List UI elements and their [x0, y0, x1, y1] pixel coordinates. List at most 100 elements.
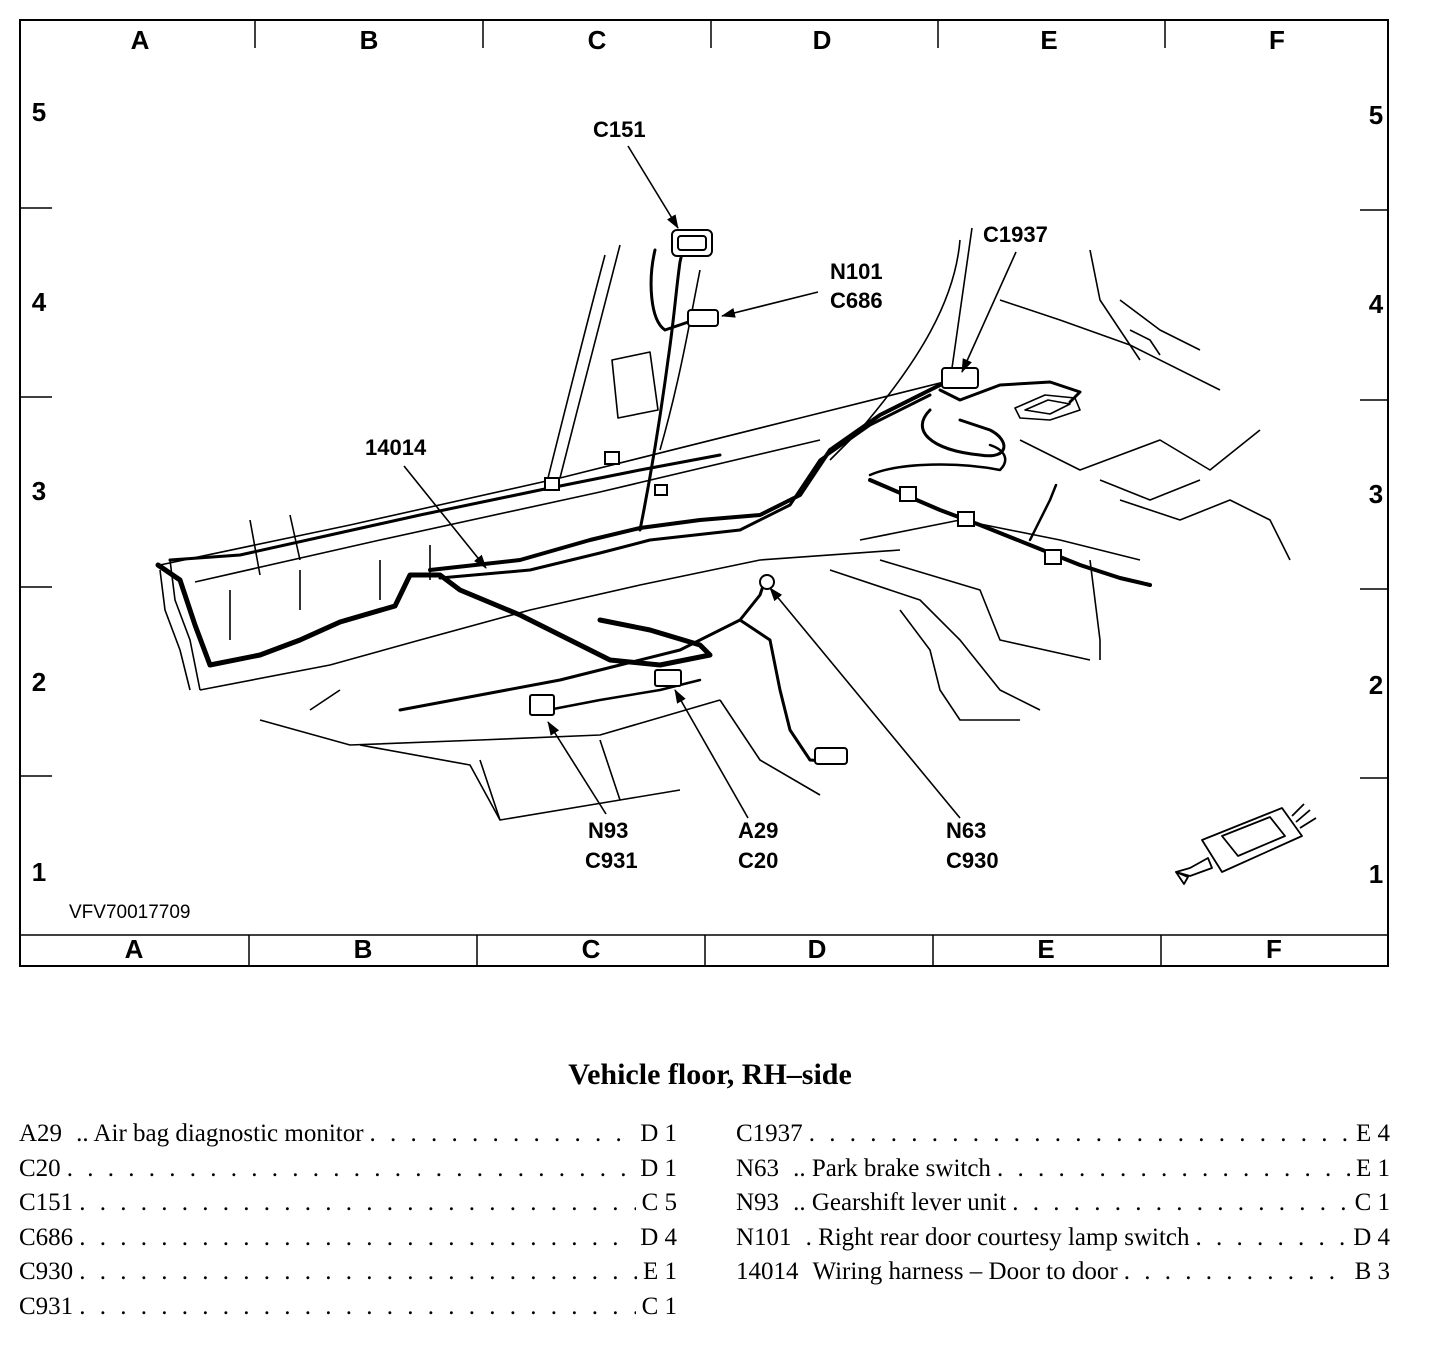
legend-location: E 1: [642, 1258, 677, 1286]
legend-leader: [79, 1258, 637, 1286]
connector-c151-body: [671, 229, 713, 257]
wiring-diagram: A B C D E F A B C D E F 5 4 3 2 1 5 4 3 …: [21, 21, 1388, 966]
legend-code: C686: [19, 1223, 74, 1251]
vehicle-orientation-icon: [1175, 803, 1317, 885]
grid-col-bottom-b: B: [354, 934, 373, 964]
legend-description: .. Park brake switch: [793, 1155, 991, 1183]
legend-row: A29 .. Air bag diagnostic monitor D 1: [19, 1120, 677, 1155]
callout-c930: C930: [946, 848, 999, 873]
grid-col-top-b: B: [360, 25, 379, 55]
grid-col-top-a: A: [131, 25, 150, 55]
legend-location: D 4: [1353, 1223, 1390, 1251]
leader-arrows: [403, 145, 1017, 819]
legend-location: E 1: [1355, 1154, 1390, 1182]
legend-code: A29: [19, 1120, 63, 1147]
legend-text: Gearshift lever unit: [811, 1189, 1007, 1217]
grid-col-top-c: C: [588, 25, 607, 55]
legend-leader: [79, 1189, 635, 1217]
legend-row: C930 E 1: [19, 1258, 677, 1293]
grid-row-left-4: 4: [32, 287, 47, 317]
legend-code: 14014: [736, 1258, 799, 1286]
legend-row: C151 C 5: [19, 1189, 677, 1224]
vehicle-floor-body: [159, 239, 1291, 821]
legend-code: N63: [736, 1154, 780, 1182]
callout-a29: A29: [738, 818, 778, 843]
diagram-frame: [19, 19, 1389, 967]
callout-n101: N101: [830, 259, 883, 284]
callout-14014: 14014: [365, 435, 427, 460]
legend-row: C20 D 1: [19, 1155, 677, 1190]
legend-left-column: A29 .. Air bag diagnostic monitor D 1 C2…: [19, 1120, 677, 1328]
legend-row: 14014 Wiring harness – Door to door B 3: [736, 1258, 1390, 1293]
grid-col-bottom-f: F: [1266, 934, 1282, 964]
grid-col-bottom-c: C: [582, 934, 601, 964]
legend-text: Park brake switch: [811, 1154, 991, 1182]
legend-code: C151: [19, 1189, 74, 1217]
legend-right-column: C1937 E 4 N63 .. Park brake switch E 1 N…: [736, 1120, 1390, 1293]
legend-code: C20: [19, 1154, 61, 1182]
legend-description: .. Gearshift lever unit: [793, 1189, 1006, 1217]
legend-location: B 3: [1354, 1258, 1390, 1286]
connector-c20-body: [654, 669, 682, 687]
connector-harness-end: [814, 747, 848, 765]
legend-row: N63 .. Park brake switch E 1: [736, 1155, 1390, 1190]
grid-row-right-3: 3: [1369, 479, 1383, 509]
legend-sep: ..: [76, 1120, 89, 1147]
legend-location: C 5: [641, 1189, 677, 1217]
legend-location: D 1: [640, 1120, 677, 1147]
legend-location: D 1: [640, 1154, 677, 1182]
callout-c686: C686: [830, 288, 883, 313]
legend-leader: [997, 1155, 1350, 1183]
grid-ticks: [21, 21, 1388, 966]
callout-n63: N63: [946, 818, 986, 843]
grid-col-bottom-e: E: [1037, 934, 1054, 964]
legend-sep: ..: [793, 1154, 806, 1182]
callout-c151: C151: [593, 117, 646, 142]
legend-leader: [79, 1293, 635, 1321]
connector-c1937-body: [941, 367, 979, 389]
harness-clips: [544, 451, 1062, 565]
legend-leader: [67, 1155, 635, 1183]
grid-row-left-2: 2: [32, 667, 46, 697]
connector-c930-body: [759, 574, 775, 590]
legend-row: N93 .. Gearshift lever unit C 1: [736, 1189, 1390, 1224]
legend-row: C931 C 1: [19, 1293, 677, 1328]
legend-row: C686 D 4: [19, 1224, 677, 1259]
legend-leader: [809, 1120, 1350, 1148]
legend-code: N93: [736, 1189, 780, 1217]
grid-row-right-5: 5: [1369, 100, 1383, 130]
legend-location: C 1: [641, 1292, 677, 1320]
legend-code: N101: [736, 1223, 792, 1251]
legend-row: C1937 E 4: [736, 1120, 1390, 1155]
legend-description: Wiring harness – Door to door: [812, 1258, 1118, 1286]
wiring-harness-routing: [155, 238, 1152, 764]
grid-row-left-5: 5: [32, 97, 46, 127]
legend-leader: [1012, 1189, 1348, 1217]
legend-text: Air bag diagnostic monitor: [93, 1120, 364, 1147]
legend-code: C931: [19, 1292, 74, 1320]
legend-sep: ..: [793, 1189, 806, 1217]
legend-sep: .: [805, 1223, 812, 1251]
grid-row-right-2: 2: [1369, 670, 1383, 700]
grid-col-top-e: E: [1040, 25, 1057, 55]
callout-c20: C20: [738, 848, 778, 873]
callout-c1937: C1937: [983, 222, 1048, 247]
legend-location: D 4: [640, 1223, 677, 1251]
drawing-id: VFV70017709: [69, 902, 191, 923]
grid-col-top-f: F: [1269, 25, 1285, 55]
legend-leader: [370, 1120, 635, 1148]
legend-row: N101 . Right rear door courtesy lamp swi…: [736, 1224, 1390, 1259]
legend-leader: [1124, 1258, 1349, 1286]
connector-c686-body: [687, 309, 719, 327]
grid-col-top-d: D: [813, 25, 832, 55]
grid-row-right-4: 4: [1369, 289, 1384, 319]
legend-description: . Right rear door courtesy lamp switch: [806, 1224, 1190, 1252]
callout-n93: N93: [588, 818, 628, 843]
legend-description: .. Air bag diagnostic monitor: [76, 1120, 363, 1148]
legend-leader: [79, 1224, 634, 1252]
grid-row-left-3: 3: [32, 476, 46, 506]
grid-row-right-1: 1: [1369, 859, 1383, 889]
grid-col-bottom-d: D: [808, 934, 827, 964]
connector-c931-body: [529, 694, 555, 716]
grid-row-left-1: 1: [32, 857, 46, 887]
